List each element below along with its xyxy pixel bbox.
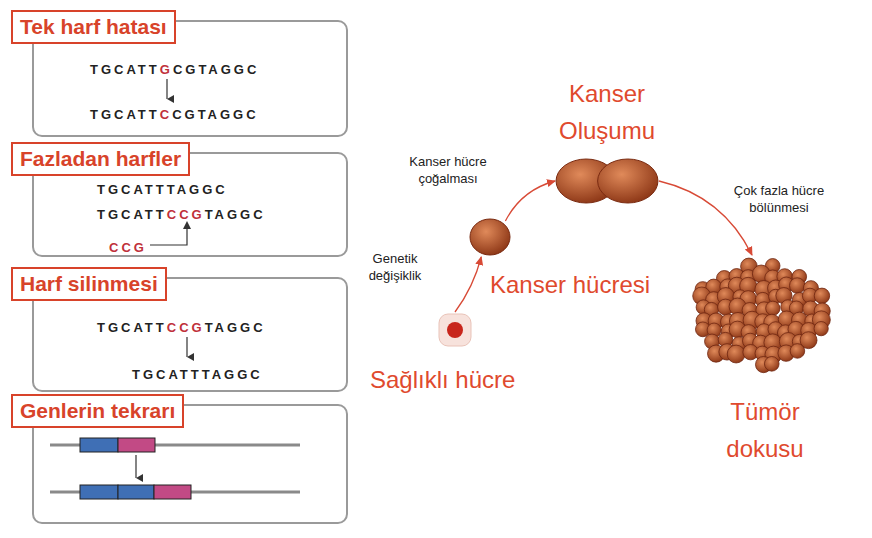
flow-arrow bbox=[505, 181, 555, 221]
dna-sequence: TGCATTCCGTAGGC bbox=[90, 107, 259, 123]
tumor-picture bbox=[680, 255, 840, 375]
flow-arrow bbox=[455, 257, 481, 312]
tumor-cell bbox=[766, 301, 780, 315]
illustration-part bbox=[186, 337, 187, 357]
tumor-cell bbox=[814, 322, 828, 336]
illustration-part bbox=[150, 226, 187, 245]
dna-sequence: TGCATTTAGGC bbox=[132, 367, 263, 383]
dividing-cell: Kanser Oluşumu bbox=[555, 157, 659, 205]
dna-sequence: TGCATTCCGTAGGC bbox=[97, 320, 266, 336]
tumor-cell bbox=[814, 288, 829, 303]
cell-body bbox=[470, 219, 510, 255]
mutation-panel: Fazladan harflerTGCATTTAGGCTGCATTCCGTAGG… bbox=[32, 152, 348, 257]
cell-label: Sağlıklı hücre bbox=[370, 365, 515, 395]
mutation-panel: Harf silinmesiTGCATTCCGTAGGCTGCATTTAGGC bbox=[32, 277, 348, 392]
tumor-cell bbox=[764, 357, 779, 372]
edge-label: Çok fazla hücre bölünmesi bbox=[716, 182, 842, 216]
illustration-part bbox=[118, 438, 155, 452]
edge-label: Genetik değişiklik bbox=[352, 250, 438, 284]
cancer-picture bbox=[468, 217, 512, 257]
tumor-cell bbox=[790, 278, 806, 294]
tumor-cell bbox=[790, 344, 805, 359]
panel-heading: Harf silinmesi bbox=[11, 267, 167, 301]
dna-sequence: TGCATTGCGTAGGC bbox=[90, 62, 259, 78]
cell-nucleus bbox=[447, 322, 463, 338]
illustration-part bbox=[80, 485, 118, 499]
divide-picture bbox=[555, 157, 659, 205]
healthy-picture bbox=[437, 312, 473, 348]
illustration-part bbox=[135, 455, 136, 478]
cell-body bbox=[439, 314, 471, 346]
illustration-part bbox=[118, 485, 154, 499]
illustration-part bbox=[183, 221, 191, 229]
cell-label: Kanser Oluşumu bbox=[542, 75, 672, 149]
illustration-part bbox=[80, 438, 118, 452]
dna-sequence: TGCATTTAGGC bbox=[97, 182, 228, 198]
tumor-cell bbox=[727, 345, 745, 363]
panel-heading: Fazladan harfler bbox=[11, 142, 190, 176]
cancer-cell: Kanser hücresi bbox=[468, 217, 512, 257]
illustration-part bbox=[154, 485, 191, 499]
dna-sequence: TGCATTCCGTAGGC bbox=[97, 207, 266, 223]
edge-label: Kanser hücre çoğalması bbox=[388, 153, 508, 187]
tumor-mass: Tümör dokusu bbox=[680, 255, 840, 375]
cell-label: Tümör dokusu bbox=[700, 393, 830, 467]
cell-half bbox=[598, 159, 658, 203]
illustration-part bbox=[166, 79, 167, 99]
panel-heading: Tek harf hatası bbox=[11, 10, 176, 44]
mutation-panel: Tek harf hatasıTGCATTGCGTAGGCTGCATTCCGTA… bbox=[32, 20, 348, 137]
panel-heading: Genlerin tekrarı bbox=[11, 394, 184, 428]
healthy-cell: Sağlıklı hücre bbox=[437, 312, 473, 348]
cell-label: Kanser hücresi bbox=[490, 270, 650, 300]
mutation-panel: Genlerin tekrarı bbox=[32, 404, 348, 524]
dna-sequence: CCG bbox=[109, 240, 147, 256]
